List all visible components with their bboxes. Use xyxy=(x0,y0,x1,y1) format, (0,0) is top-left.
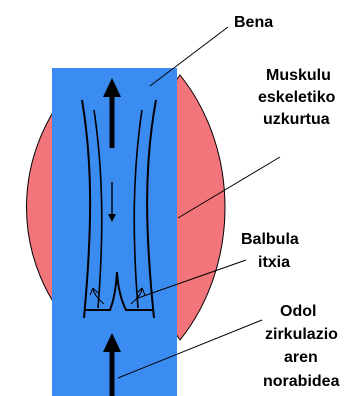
label-muscle-line3: uzkurtua xyxy=(263,111,330,128)
label-flow-line1: Odol xyxy=(280,303,316,320)
leader-vein xyxy=(150,27,228,86)
label-valve-line1: Balbula xyxy=(241,231,299,248)
label-vein: Bena xyxy=(234,14,273,31)
label-muscle-line2: eskeletiko xyxy=(258,89,336,106)
label-flow-line3: aren xyxy=(284,349,318,366)
label-flow-line4: norabidea xyxy=(263,373,340,390)
label-valve-line2: itxia xyxy=(258,254,290,271)
label-muscle-line1: Muskulu xyxy=(266,67,331,84)
label-flow-line2: zirkulazio xyxy=(265,326,338,343)
